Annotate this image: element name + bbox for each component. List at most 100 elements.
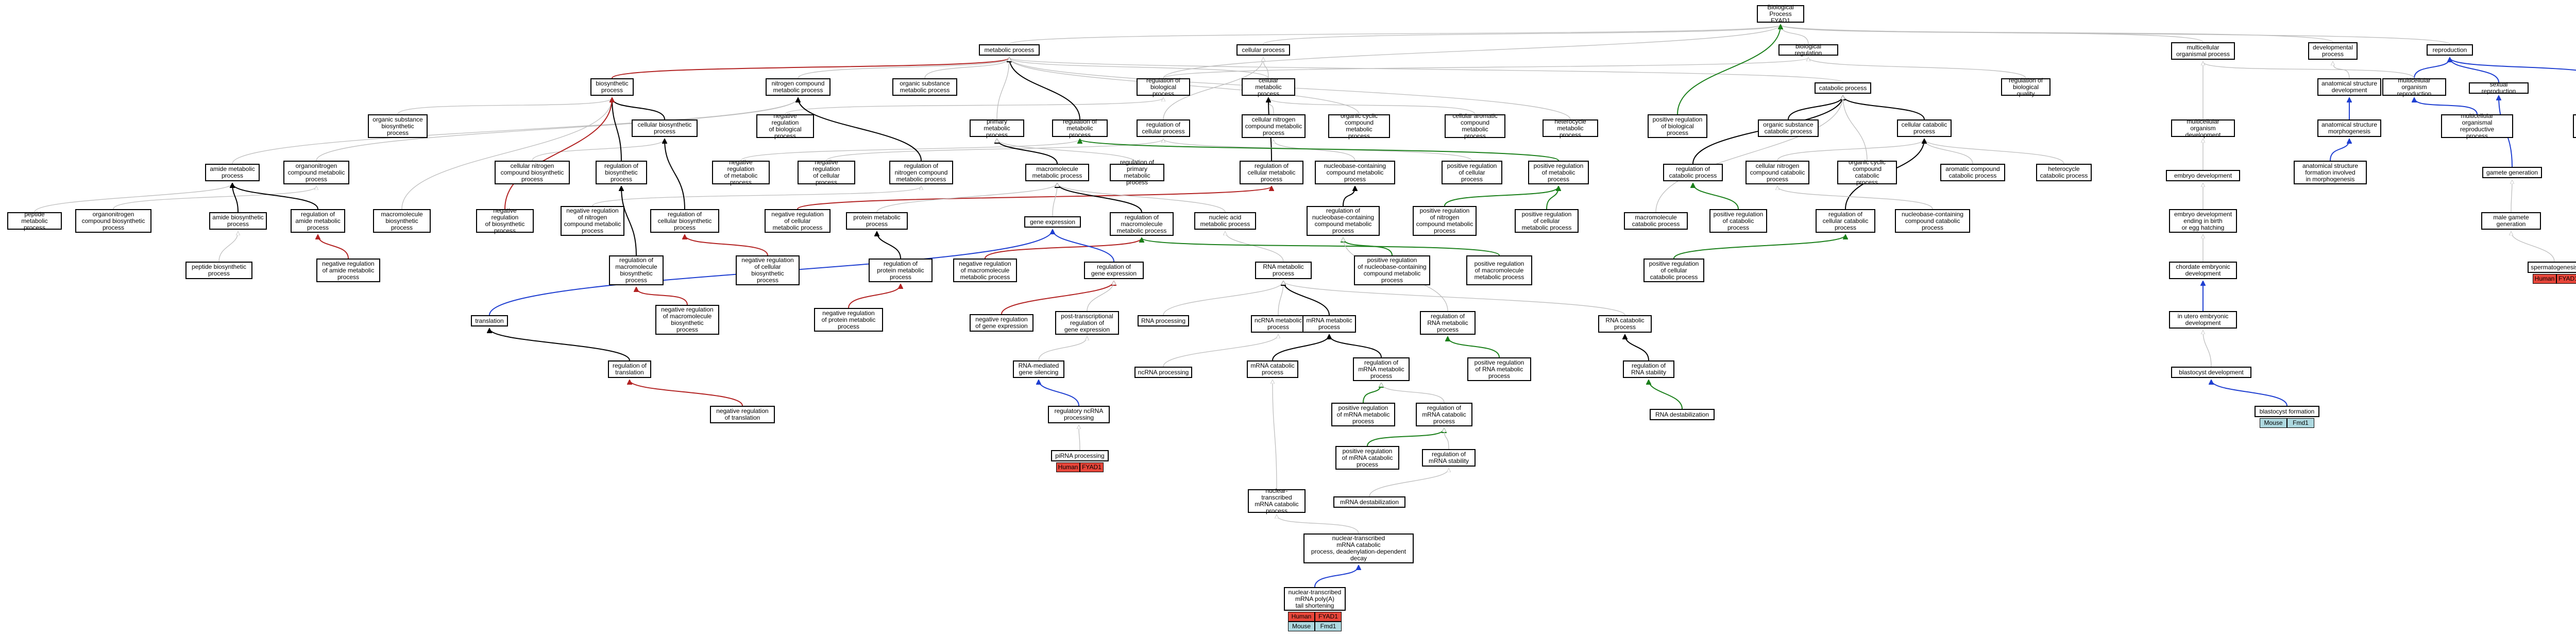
go-term-reg-cellular-catabolic[interactable]: regulation of cellular catabolic process (1816, 209, 1875, 233)
go-term-embryo-development-ending[interactable]: embryo development ending in birth or eg… (2169, 209, 2237, 233)
go-term-anatomical-structure-development[interactable]: anatomical structure development (2317, 78, 2381, 96)
go-term-pos-reg-metabolic[interactable]: positive regulation of metabolic process (1528, 161, 1589, 184)
go-term-neg-reg-gene-expression[interactable]: negative regulation of gene expression (970, 314, 1033, 332)
go-term-blastocyst-development[interactable]: blastocyst development (2171, 367, 2251, 378)
go-term-org-subst-biosynthetic[interactable]: organic substance biosynthetic process (368, 114, 428, 138)
go-term-pos-reg-nitrogen-compound-metabolic[interactable]: positive regulation of nitrogen compound… (1413, 206, 1477, 236)
go-term-pos-reg-mrna-catabolic[interactable]: positive regulation of mRNA catabolic pr… (1335, 446, 1399, 470)
go-term-cellular-nitrogen-biosynthetic[interactable]: cellular nitrogen compound biosynthetic … (495, 161, 570, 184)
go-term-heterocycle-catabolic[interactable]: heterocycle catabolic process (2036, 164, 2092, 181)
go-term-multicellular-organismal-reproductive[interactable]: multicellular organismal reproductive pr… (2441, 113, 2513, 140)
go-term-macromolecule-catabolic[interactable]: macromolecule catabolic process (1624, 212, 1688, 230)
go-term-developmental-process-reproduction[interactable]: developmental process involved in reprod… (2573, 114, 2576, 138)
go-term-organic-substance-catabolic[interactable]: organic substance catabolic process (1758, 119, 1819, 137)
go-term-organonitrogen-biosynthetic[interactable]: organonitrogen compound biosynthetic pro… (75, 209, 151, 233)
go-term-nucleobase-containing-metabolic[interactable]: nucleobase-containing compound metabolic… (1315, 161, 1395, 184)
go-term-gamete-generation[interactable]: gamete generation (2482, 167, 2542, 178)
go-term-aromatic-compound-catabolic[interactable]: aromatic compound catabolic process (1940, 164, 2005, 181)
go-term-pos-reg-cellular-metabolic[interactable]: positive regulation of cellular metaboli… (1515, 209, 1579, 233)
go-term-reg-mrna-stability[interactable]: regulation of mRNA stability (1422, 449, 1476, 467)
go-term-gene-expression[interactable]: gene expression (1024, 216, 1081, 228)
go-term-regulation-of-catabolic[interactable]: regulation of catabolic process (1663, 164, 1723, 181)
go-term-neg-reg-cellular-biosynthetic[interactable]: negative regulation of cellular biosynth… (736, 255, 800, 285)
go-term-amide-biosynthetic[interactable]: amide biosynthetic process (209, 212, 267, 230)
go-term-amide-metabolic[interactable]: amide metabolic process (205, 164, 260, 181)
go-term-organic-substance-metabolic[interactable]: organic substance metabolic process (892, 78, 957, 96)
go-term-pos-reg-cellular-process[interactable]: positive regulation of cellular process (1442, 161, 1502, 184)
go-term-neg-reg-biological[interactable]: negative regulation of biological proces… (756, 113, 814, 140)
go-term-regulation-of-biosynthetic[interactable]: regulation of biosynthetic process (596, 161, 647, 184)
go-term-neg-reg-nitrogen-compound-metabolic[interactable]: negative regulation of nitrogen compound… (561, 206, 624, 236)
go-term-reg-rna-stability[interactable]: regulation of RNA stability (1623, 360, 1674, 378)
go-term-biosynthetic-process[interactable]: biosynthetic process (590, 78, 634, 96)
go-term-regulation-of-biological-process[interactable]: regulation of biological process (1137, 77, 1190, 97)
go-term-reg-cellular-metabolic[interactable]: regulation of cellular metabolic process (1240, 161, 1303, 184)
go-term-cellular-metabolic-process[interactable]: cellular metabolic process (1242, 77, 1295, 97)
go-term-macromolecule-metabolic[interactable]: macromolecule metabolic process (1025, 164, 1089, 181)
go-term-ncrna-metabolic[interactable]: ncRNA metabolic process (1251, 315, 1306, 333)
go-term-nitrogen-compound-metabolic[interactable]: nitrogen compound metabolic process (766, 78, 831, 96)
go-term-reg-rna-metabolic[interactable]: regulation of RNA metabolic process (1420, 311, 1476, 335)
go-term-regulation-of-biological-quality[interactable]: regulation of biological quality (2001, 77, 2050, 97)
go-term-ncrna-processing[interactable]: ncRNA processing (1134, 367, 1192, 378)
go-term-metabolic-process[interactable]: metabolic process (979, 44, 1040, 56)
go-term-reg-primary-metabolic[interactable]: regulation of primary metabolic process (1110, 159, 1164, 186)
go-term-peptide-metabolic[interactable]: peptide metabolic process (7, 211, 62, 231)
go-term-mrna-destabilization[interactable]: mRNA destabilization (1333, 496, 1405, 508)
go-term-catabolic-process[interactable]: catabolic process (1815, 82, 1871, 94)
go-term-biological-regulation[interactable]: biological regulation (1778, 43, 1838, 57)
go-term-neg-reg-macromolecule-biosynthetic[interactable]: negative regulation of macromolecule bio… (655, 305, 719, 335)
go-term-pirna-processing[interactable]: piRNA processing (1051, 450, 1109, 461)
go-term-in-utero-embryonic-development[interactable]: in utero embryonic development (2169, 311, 2237, 329)
go-term-neg-reg-protein-metabolic[interactable]: negative regulation of protein metabolic… (814, 308, 883, 332)
go-term-cellular-nitrogen-compound-metabolic[interactable]: cellular nitrogen compound metabolic pro… (1242, 114, 1306, 138)
go-term-embryo-development[interactable]: embryo development (2166, 170, 2240, 181)
go-term-rna-processing[interactable]: RNA processing (1138, 315, 1189, 326)
go-term-bp[interactable]: Biological Process FYAD1 (1757, 4, 1804, 24)
go-term-mrna-metabolic[interactable]: mRNA metabolic process (1302, 315, 1356, 333)
go-term-neg-reg-cellular[interactable]: negative regulation of cellular process (798, 159, 855, 186)
go-term-nuclear-mrna-catabolic-deadenylation[interactable]: nuclear-transcribed mRNA catabolic proce… (1303, 533, 1414, 563)
go-term-neg-reg-translation[interactable]: negative regulation of translation (710, 406, 775, 423)
go-term-reg-nitrogen-compound-metabolic[interactable]: regulation of nitrogen compound metaboli… (889, 161, 953, 184)
go-term-sexual-reproduction[interactable]: sexual reproduction (2469, 81, 2529, 95)
go-term-chordate-embryonic-development[interactable]: chordate embryonic development (2169, 262, 2237, 279)
go-term-reg-mrna-catabolic[interactable]: regulation of mRNA catabolic process (1416, 403, 1472, 426)
go-term-organic-cyclic-catabolic[interactable]: organic cyclic compound catabolic proces… (1837, 159, 1897, 186)
go-term-cellular-biosynthetic[interactable]: cellular biosynthetic process (632, 119, 698, 137)
go-term-pos-reg-biological[interactable]: positive regulation of biological proces… (1648, 114, 1707, 138)
go-term-pos-reg-catabolic[interactable]: positive regulation of catabolic process (1709, 209, 1767, 233)
go-term-nuclear-mrna-polya-shortening[interactable]: nuclear-transcribed mRNA poly(A) tail sh… (1284, 587, 1346, 611)
go-term-reproduction[interactable]: reproduction (2427, 44, 2473, 56)
go-term-reg-protein-metabolic[interactable]: regulation of protein metabolic process (869, 259, 933, 282)
go-term-regulation-of-metabolic[interactable]: regulation of metabolic process (1052, 118, 1108, 138)
go-term-neg-reg-biosynthetic[interactable]: negative regulation of biosynthetic proc… (476, 208, 534, 234)
go-term-reg-translation[interactable]: regulation of translation (608, 360, 651, 378)
go-term-pos-reg-macromolecule-metabolic[interactable]: positive regulation of macromolecule met… (1466, 255, 1532, 285)
go-term-multicellular-organism-development[interactable]: multicellular organism development (2171, 118, 2235, 138)
go-term-rna-mediated-gene-silencing[interactable]: RNA-mediated gene silencing (1013, 360, 1064, 378)
go-term-regulatory-ncrna-processing[interactable]: regulatory ncRNA processing (1048, 406, 1110, 423)
go-term-post-transcriptional-reg[interactable]: post-transcriptional regulation of gene … (1055, 311, 1119, 335)
go-term-cellular-process[interactable]: cellular process (1236, 44, 1290, 56)
go-term-multicellular-organism-reproduction[interactable]: multicellular organism reproduction (2382, 77, 2446, 97)
go-term-male-gamete-generation[interactable]: male gamete generation (2481, 212, 2541, 230)
go-term-reg-amide-metabolic[interactable]: regulation of amide metabolic process (291, 209, 345, 233)
go-term-pos-reg-nucleobase-metabolic[interactable]: positive regulation of nucleobase-contai… (1354, 255, 1430, 285)
go-term-neg-reg-macromolecule-metabolic[interactable]: negative regulation of macromolecule met… (953, 259, 1017, 282)
go-term-neg-reg-cellular-metabolic[interactable]: negative regulation of cellular metaboli… (765, 209, 831, 233)
go-term-blastocyst-formation[interactable]: blastocyst formation (2255, 406, 2319, 417)
go-term-pos-reg-rna-metabolic[interactable]: positive regulation of RNA metabolic pro… (1467, 357, 1531, 381)
go-term-cellular-aromatic-compound-metabolic[interactable]: cellular aromatic compound metabolic pro… (1445, 113, 1505, 140)
go-term-organic-cyclic-compound-metabolic[interactable]: organic cyclic compound metabolic proces… (1328, 113, 1390, 140)
go-term-rna-metabolic[interactable]: RNA metabolic process (1255, 262, 1312, 279)
go-term-heterocycle-metabolic[interactable]: heterocycle metabolic process (1543, 118, 1598, 138)
go-term-nucleobase-containing-catabolic[interactable]: nucleobase-containing compound catabolic… (1895, 209, 1970, 233)
go-term-primary-metabolic[interactable]: primary metabolic process (970, 118, 1024, 138)
go-term-cellular-catabolic[interactable]: cellular catabolic process (1897, 119, 1952, 137)
go-term-peptide-biosynthetic[interactable]: peptide biosynthetic process (185, 262, 252, 279)
go-term-neg-reg-metabolic[interactable]: negative regulation of metabolic process (712, 159, 770, 186)
go-term-mrna-catabolic[interactable]: mRNA catabolic process (1247, 360, 1298, 378)
go-term-pos-reg-cellular-catabolic[interactable]: positive regulation of cellular cataboli… (1643, 259, 1704, 282)
go-term-organonitrogen-metabolic[interactable]: organonitrogen compound metabolic proces… (283, 161, 349, 184)
